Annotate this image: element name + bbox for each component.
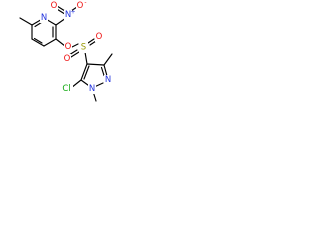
bond — [87, 38, 95, 44]
pyridine-ring — [31, 17, 57, 47]
pyridine-nitrogen-label: N — [41, 13, 47, 23]
methyl-bond — [19, 17, 33, 26]
double-bond-inner — [33, 37, 43, 44]
sulfur-label: S — [81, 43, 86, 53]
bond — [70, 51, 80, 58]
bond — [55, 38, 66, 47]
atom-labels: N + O O - N O S O O N N Cl — [40, 0, 112, 94]
bond — [80, 63, 88, 81]
chlorine-label: Cl — [62, 84, 70, 94]
chemical-structure-diagram: N + O O - N O S O O N N Cl — [19, 0, 113, 102]
bond — [84, 51, 88, 65]
nitro-nitrogen-label: N — [65, 10, 71, 20]
nitro-charge-label: + — [70, 9, 75, 16]
bond — [71, 43, 79, 48]
sulfonyl-oxygen-top-label: O — [96, 32, 103, 42]
bond — [56, 5, 66, 12]
pyrazole-nitrogen-1-label: N — [89, 84, 95, 94]
ester-oxygen-label: O — [65, 42, 72, 52]
bond — [43, 38, 57, 47]
nitro-oxygen-charge-label: - — [84, 0, 86, 7]
sulfonyl-oxygen-bottom-label: O — [64, 54, 71, 64]
bond — [103, 64, 108, 77]
methyl-bond — [103, 53, 113, 66]
nitro-oxygen-single-label: O — [77, 1, 84, 11]
bond — [86, 63, 105, 66]
bond — [31, 38, 45, 47]
pyrazole-nitrogen-2-label: N — [105, 75, 111, 85]
double-bond-inner — [83, 65, 90, 80]
double-bond-inner — [100, 66, 105, 77]
nitro-oxygen-double-label: O — [51, 1, 58, 11]
